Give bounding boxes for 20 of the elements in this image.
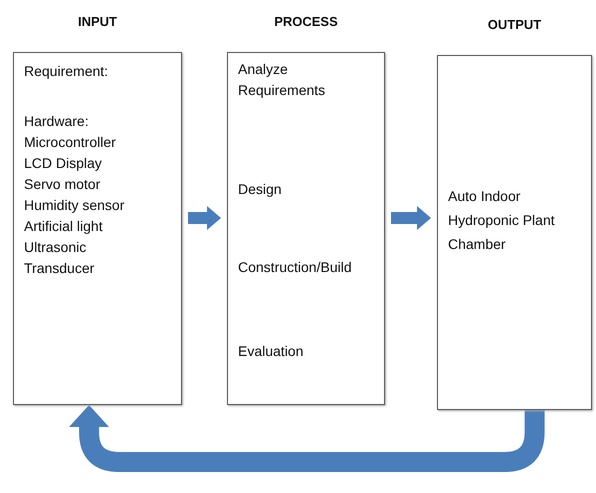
- input-text: Microcontroller: [24, 133, 117, 152]
- block-arrow: [69, 405, 545, 472]
- input-text: Hardware:: [24, 112, 90, 131]
- input-text: LCD Display: [24, 154, 103, 173]
- input-text: Artificial light: [24, 217, 104, 236]
- block-arrow: [188, 206, 221, 230]
- output-text: Auto Indoor Hydroponic Plant Chamber: [448, 187, 556, 254]
- block-arrow: [391, 206, 431, 230]
- process-text: Construction/Build: [238, 258, 353, 277]
- column-heading: INPUT: [77, 14, 118, 29]
- input-text: Transducer: [24, 259, 96, 278]
- process-text: Evaluation: [238, 342, 304, 361]
- input-text: Servo motor: [24, 175, 102, 194]
- input-text: Humidity sensor: [24, 196, 126, 215]
- input-text: Ultrasonic: [24, 238, 88, 257]
- process-text: Design: [238, 180, 283, 199]
- column-heading: OUTPUT: [486, 17, 542, 32]
- column-heading: PROCESS: [273, 14, 339, 29]
- input-text: Requirement:: [24, 62, 110, 81]
- process-text: Analyze Requirements: [238, 60, 326, 100]
